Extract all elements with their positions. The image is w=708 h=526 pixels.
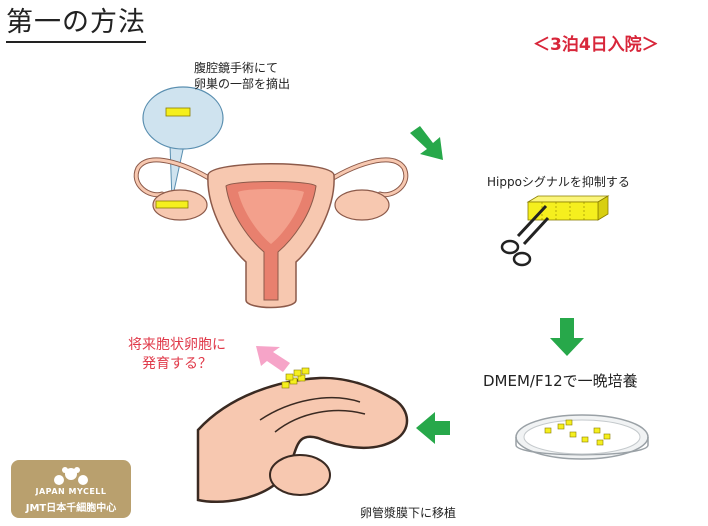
company-logo: JAPAN MYCELL JMT日本千細胞中心 bbox=[11, 460, 131, 518]
step4-label: 卵管漿膜下に移植 bbox=[360, 506, 457, 520]
arrow-step1-to-step2 bbox=[410, 126, 443, 160]
step1-label-line2: 卵巣の一部を摘出 bbox=[194, 77, 291, 91]
step1-label: 腹腔鏡手術にて 卵巣の一部を摘出 bbox=[194, 60, 290, 92]
step3-label: DMEM/F12で一晩培養 bbox=[483, 372, 638, 390]
step1-label-line1: 腹腔鏡手術にて bbox=[194, 61, 279, 75]
arrow-step3-to-step4 bbox=[416, 412, 450, 444]
result-label: 将来胞状卵胞に 発育する？ bbox=[128, 336, 226, 374]
right-ovary bbox=[334, 189, 390, 221]
petri-dish bbox=[515, 414, 649, 460]
uterus-illustration bbox=[133, 157, 409, 309]
arrow-pink-result bbox=[256, 346, 290, 372]
grafted-tissue-cubes bbox=[281, 367, 310, 389]
tissue-piece-icon bbox=[165, 107, 191, 117]
logo-line1: JAPAN MYCELL bbox=[35, 487, 107, 496]
result-label-line2: 発育する？ bbox=[142, 356, 212, 372]
result-label-line1: 将来胞状卵胞に bbox=[128, 337, 226, 353]
logo-mark-icon bbox=[54, 467, 88, 485]
arrow-step2-to-step3 bbox=[550, 318, 584, 356]
logo-line2: JMT日本千細胞中心 bbox=[25, 503, 117, 514]
callout-bubble bbox=[142, 86, 224, 201]
page-title: 第一の方法 bbox=[6, 6, 146, 43]
ovary-tissue-marker bbox=[155, 200, 189, 209]
tissue-strip bbox=[526, 195, 610, 221]
scissors-icon bbox=[500, 204, 550, 267]
hospital-stay-badge: ＜3泊4日入院＞ bbox=[533, 35, 659, 55]
step2-label: Hippoシグナルを抑制する bbox=[487, 175, 630, 189]
fallopian-tube-illustration bbox=[196, 367, 409, 504]
tissue-cubes bbox=[544, 419, 611, 446]
